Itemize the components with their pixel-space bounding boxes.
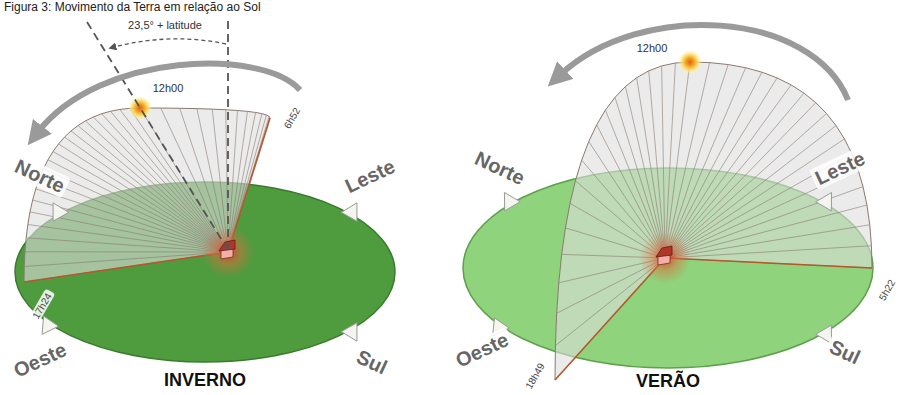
- direction-label: Leste: [339, 154, 401, 199]
- sun-ray: [665, 72, 762, 258]
- time-label: 5h22: [875, 275, 899, 305]
- sun-ray: [24, 252, 228, 267]
- sun-ray: [665, 205, 867, 258]
- sun-ray: [28, 224, 228, 252]
- sun-path-dome: [24, 96, 357, 341]
- sun-ray: [33, 200, 228, 252]
- sun-ray: [26, 238, 228, 252]
- sun-ray: [665, 65, 728, 258]
- angle-arc: [110, 39, 226, 48]
- zenith-line: [227, 20, 229, 250]
- sun-ray: [665, 63, 710, 258]
- direction-label: Oeste: [449, 327, 514, 373]
- horizon-ray: [24, 252, 228, 282]
- sun-ray: [78, 126, 228, 252]
- sun-ray: [130, 108, 228, 252]
- sun-ray: [85, 121, 228, 252]
- sun-ray: [665, 258, 872, 268]
- sun-ray: [665, 62, 690, 258]
- time-label: 12h00: [150, 82, 187, 94]
- time-label: 18h49: [522, 359, 548, 394]
- sun: [128, 96, 152, 120]
- direction-marker: [816, 192, 832, 210]
- direction-marker: [504, 192, 520, 210]
- sun-path-dome: [493, 50, 872, 380]
- figure-title: Figura 3: Movimento da Terra em relação …: [4, 1, 261, 14]
- sun: [678, 50, 702, 74]
- sun-ray: [65, 137, 228, 252]
- sun-path: [555, 62, 872, 380]
- sun-ray: [665, 246, 871, 258]
- sun-ray: [649, 71, 665, 258]
- direction-label: Sul: [351, 344, 394, 380]
- sun-ray: [93, 117, 228, 252]
- sun-ray: [665, 103, 816, 258]
- direction-label: Sul: [824, 334, 867, 370]
- direction-marker: [53, 203, 69, 221]
- horizon-ray: [665, 258, 872, 268]
- sun-ray: [24, 252, 228, 282]
- house-roof: [656, 246, 672, 257]
- season-label: INVERNO: [164, 371, 246, 391]
- sky-dome: [555, 62, 872, 380]
- time-label: 12h00: [634, 42, 671, 54]
- sun-ray: [665, 114, 827, 259]
- sun-ray: [36, 189, 228, 252]
- sun-ray: [665, 63, 675, 258]
- sun-ray: [665, 78, 777, 258]
- sun-motion-arrow: [38, 64, 300, 132]
- sun-ray: [25, 251, 228, 252]
- direction-marker: [42, 316, 58, 334]
- direction-label: Oeste: [7, 337, 72, 383]
- sun-ray: [625, 87, 665, 258]
- direction-label: Norte: [469, 146, 531, 191]
- sun-ray: [665, 139, 844, 258]
- sun-ray: [48, 160, 228, 252]
- sun-ray: [59, 144, 228, 252]
- sun-ray: [665, 93, 804, 258]
- season-label: VERÃO: [636, 372, 700, 392]
- house-glow: [639, 232, 691, 284]
- time-label: 6h52: [280, 103, 304, 133]
- direction-marker: [341, 323, 357, 341]
- sun-angle-line: [87, 22, 228, 250]
- sun-motion-arrow: [560, 25, 848, 100]
- direction-marker: [341, 203, 357, 221]
- sun-ray: [665, 225, 870, 258]
- angle-label: 23,5° + latitude: [128, 19, 202, 31]
- sun-ray: [53, 152, 228, 253]
